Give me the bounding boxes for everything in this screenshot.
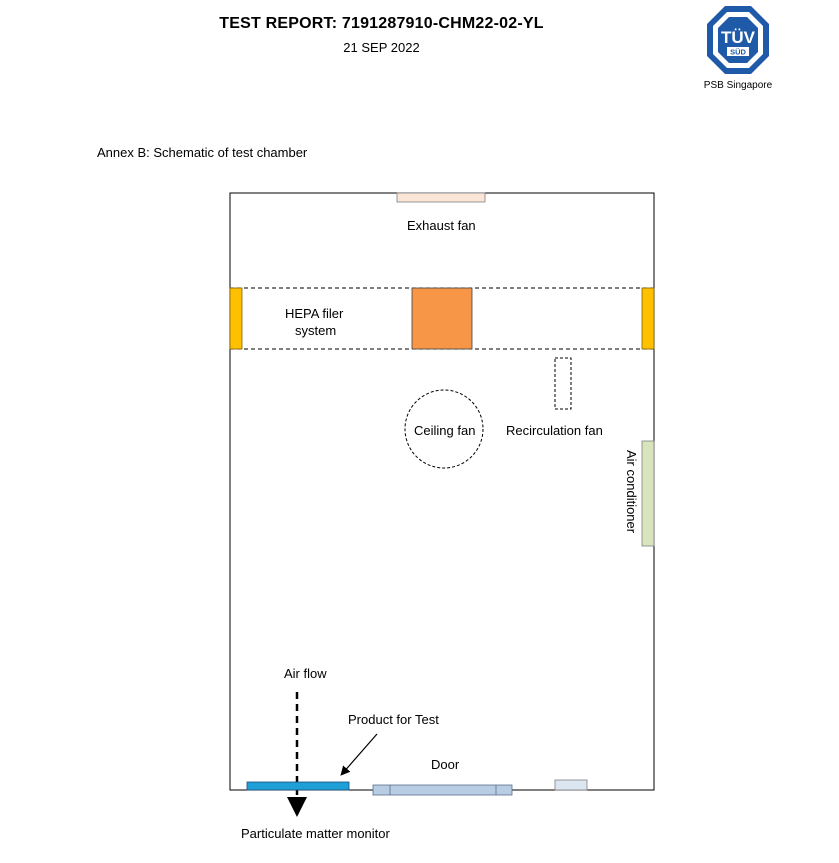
tuv-sud-logo: TÜV SÜD [707, 6, 769, 74]
hepa-label-line2: system [295, 323, 337, 338]
ceiling-fan-label: Ceiling fan [414, 423, 476, 438]
hepa-filter-unit [411, 287, 473, 350]
particulate-monitor-label: Particulate matter monitor [241, 826, 390, 841]
report-title: TEST REPORT: 7191287910-CHM22-02-YL [219, 15, 544, 32]
product-for-test [246, 781, 350, 791]
door-label: Door [431, 757, 460, 772]
recirculation-fan-label: Recirculation fan [506, 423, 603, 438]
particulate-monitor [554, 779, 588, 791]
product-for-test-label: Product for Test [348, 712, 439, 727]
annex-title: Annex B: Schematic of test chamber [97, 145, 308, 160]
air-conditioner [641, 440, 655, 547]
air-conditioner-label: Air conditioner [624, 450, 639, 534]
air-flow-label: Air flow [284, 666, 327, 681]
hepa-right-panel [641, 287, 655, 350]
product-pointer-arrow [340, 733, 378, 776]
exhaust-fan [396, 192, 486, 203]
logo-sub-text: SÜD [730, 48, 746, 57]
report-date: 21 SEP 2022 [343, 40, 420, 55]
exhaust-fan-label: Exhaust fan [407, 218, 476, 233]
door-frame [372, 784, 513, 796]
hepa-label-line1: HEPA filer [285, 306, 344, 321]
ceiling-fan [404, 389, 484, 469]
logo-caption: PSB Singapore [703, 80, 773, 91]
hepa-left-panel [229, 287, 243, 350]
logo-mark-text: TÜV [721, 28, 756, 47]
chamber-outline [229, 192, 655, 791]
logo-sub-band [727, 47, 749, 56]
recirculation-fan [554, 357, 572, 410]
